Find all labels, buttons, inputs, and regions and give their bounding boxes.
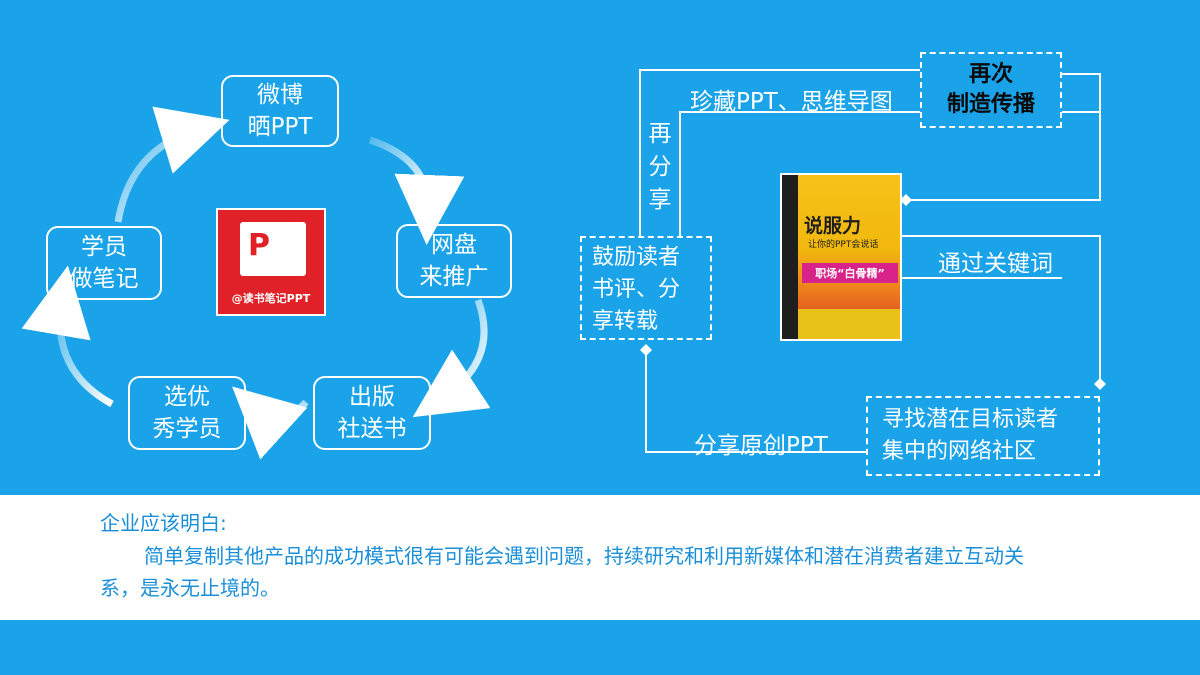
ppt-logo-icon: P — [248, 228, 270, 263]
label-reshare: 再 分 享 — [648, 121, 672, 213]
label-collect: 珍藏PPT、思维导图 — [690, 89, 893, 115]
line-book-keyword — [902, 235, 1101, 384]
book-stripe — [798, 309, 900, 339]
cycle-arrow-publish-to-select — [232, 386, 309, 460]
ppt-logo-caption: @读书笔记PPT — [231, 292, 311, 305]
line-top-loop — [639, 69, 920, 236]
node-notes: 学员做笔记 — [46, 226, 162, 300]
diamond-marker — [1094, 378, 1106, 390]
line-share-original — [645, 352, 866, 453]
diamond-marker — [900, 194, 912, 206]
book-cover: 说服力 让你的PPT会说话 职场“白骨精” — [780, 173, 902, 341]
cycle-arrow-weibo-to-netdisk — [368, 136, 465, 245]
book-subtitle: 让你的PPT会说话 — [808, 240, 879, 250]
ppt-logo-sheet — [240, 222, 306, 276]
label-keyword: 通过关键词 — [938, 251, 1053, 277]
node-weibo: 微博晒PPT — [221, 75, 339, 147]
line-recreate-right — [1062, 73, 1101, 113]
summary-body: 简单复制其他产品的成功模式很有可能会遇到问题，持续研究和利用新媒体和潜在消费者建… — [100, 544, 1024, 600]
book-title: 说服力 — [804, 215, 862, 237]
node-encourage-readers: 鼓励读者 书评、分 享转载 — [580, 236, 712, 340]
summary-band: 企业应该明白: 简单复制其他产品的成功模式很有可能会遇到问题，持续研究和利用新媒… — [0, 495, 1200, 620]
node-find-communities: 寻找潜在目标读者 集中的网络社区 — [866, 396, 1100, 476]
node-recreate-spread: 再次制造传播 — [920, 52, 1062, 128]
cycle-arrow-notes-to-weibo — [114, 106, 230, 223]
node-publish: 出版社送书 — [313, 376, 431, 450]
label-share-original: 分享原创PPT — [694, 433, 828, 459]
node-select: 选优秀学员 — [128, 376, 246, 450]
summary-heading: 企业应该明白: — [100, 511, 227, 535]
cycle-arrow-select-to-notes — [21, 265, 114, 408]
connector-layer — [21, 69, 1106, 460]
node-netdisk: 网盘来推广 — [396, 224, 512, 298]
book-tagline: 职场“白骨精” — [802, 263, 898, 283]
cycle-arrow-netdisk-to-publish — [412, 298, 491, 418]
book-spine — [782, 175, 798, 339]
line-to-book — [906, 112, 1101, 201]
ppt-logo: P @读书笔记PPT — [216, 208, 326, 316]
line-reshare — [679, 111, 920, 236]
diamond-marker — [640, 344, 652, 356]
